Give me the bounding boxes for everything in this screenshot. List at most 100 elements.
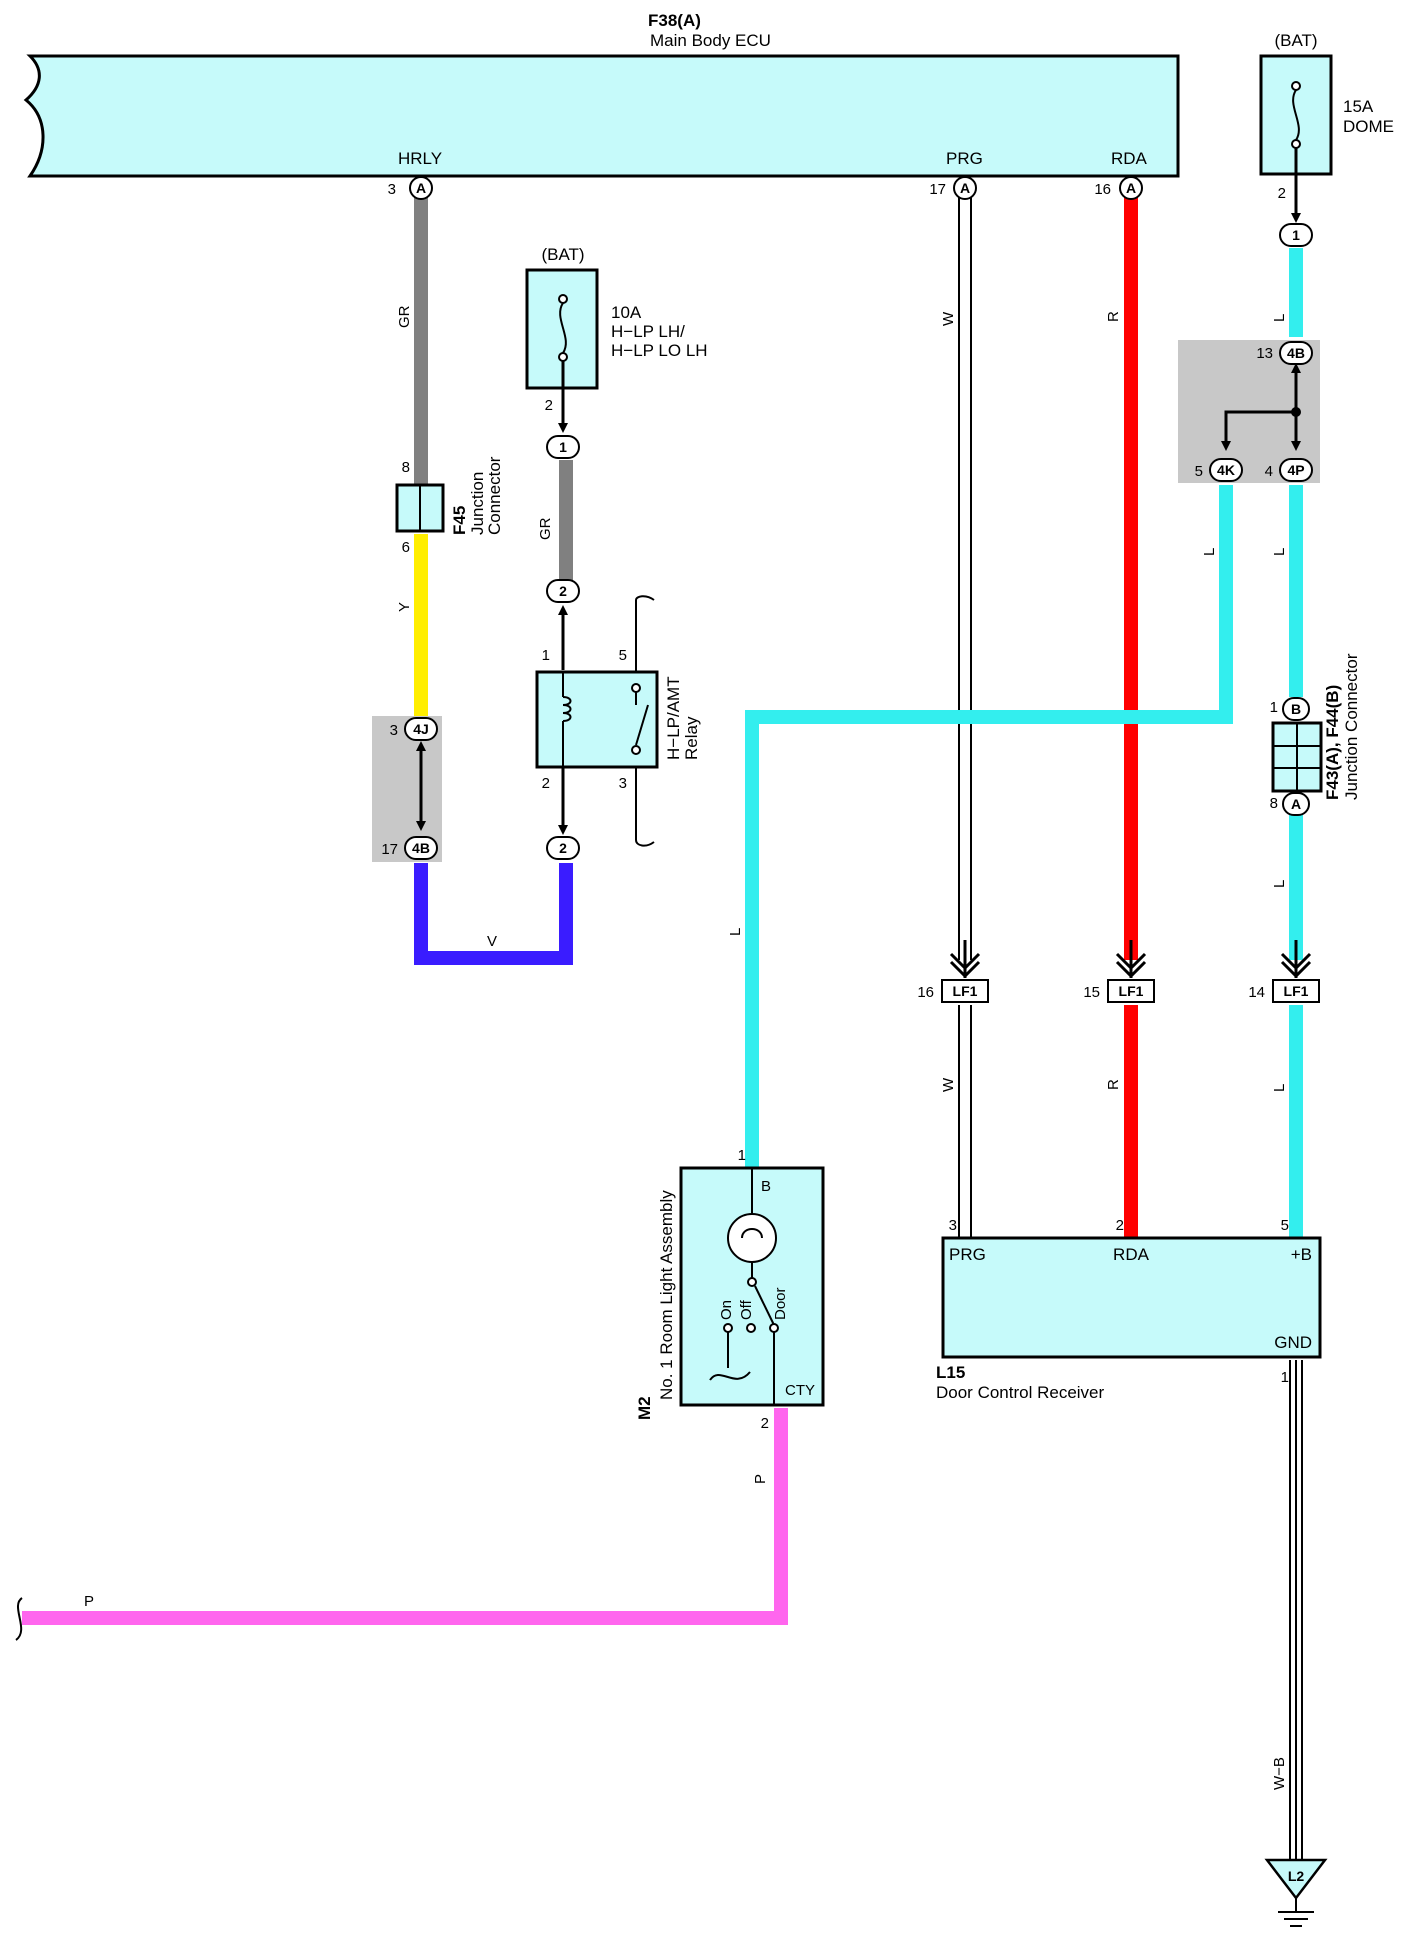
- svg-text:(BAT): (BAT): [541, 245, 584, 264]
- svg-text:R: R: [1105, 311, 1122, 322]
- door-control-receiver: 3 2 5 PRG RDA +B GND 1 L15 Door Control …: [936, 1217, 1322, 1402]
- svg-text:B: B: [1291, 701, 1301, 717]
- svg-text:1: 1: [738, 1147, 746, 1164]
- junction-j1: 4J 3 4B 17: [372, 716, 442, 862]
- svg-text:V: V: [487, 933, 497, 950]
- svg-text:L2: L2: [1288, 1868, 1305, 1884]
- svg-text:3: 3: [390, 722, 398, 739]
- svg-text:3: 3: [388, 181, 396, 198]
- svg-text:4: 4: [1265, 463, 1273, 480]
- ecu-code: F38(A): [648, 11, 701, 30]
- svg-text:R: R: [1105, 1079, 1122, 1090]
- svg-text:Off: Off: [738, 1299, 755, 1320]
- svg-text:(BAT): (BAT): [1274, 31, 1317, 50]
- svg-text:W: W: [940, 1077, 957, 1092]
- junction-j2: 4B 13 4K 5 4P 4: [1178, 340, 1320, 483]
- svg-text:3: 3: [619, 775, 627, 792]
- junction-f43-f44: B 1 A 8 F43(A), F44(B) Junction Connecto…: [1270, 653, 1361, 816]
- svg-text:6: 6: [402, 539, 410, 556]
- ecu-terminal-prg: PRG: [946, 149, 983, 168]
- svg-text:H−LP LO LH: H−LP LO LH: [611, 341, 708, 360]
- svg-text:H−LP/AMT: H−LP/AMT: [664, 676, 683, 760]
- fuse-dome-rating: 15A: [1343, 97, 1374, 116]
- svg-text:3: 3: [949, 1217, 957, 1234]
- svg-text:1: 1: [1270, 699, 1278, 716]
- svg-text:PRG: PRG: [949, 1245, 986, 1264]
- svg-text:W: W: [940, 311, 957, 326]
- room-light-assembly: 1 B On Off Door CTY 2 M2 No. 1 Room Ligh…: [635, 1147, 825, 1432]
- svg-text:A: A: [960, 180, 970, 196]
- svg-text:Connector: Connector: [485, 456, 504, 535]
- svg-text:A: A: [1291, 796, 1301, 812]
- svg-text:GR: GR: [537, 517, 554, 540]
- ecu-name: Main Body ECU: [650, 31, 771, 50]
- svg-text:P: P: [84, 1593, 94, 1610]
- svg-text:H−LP LH/: H−LP LH/: [611, 322, 685, 341]
- svg-text:F43(A), F44(B): F43(A), F44(B): [1323, 685, 1342, 800]
- svg-text:5: 5: [619, 647, 627, 664]
- svg-text:16: 16: [1094, 181, 1111, 198]
- svg-text:On: On: [718, 1300, 735, 1320]
- svg-text:RDA: RDA: [1113, 1245, 1150, 1264]
- svg-text:L: L: [1271, 880, 1288, 888]
- svg-text:A: A: [416, 180, 426, 196]
- svg-text:2: 2: [545, 397, 553, 414]
- svg-text:GR: GR: [396, 305, 413, 328]
- svg-text:Door: Door: [772, 1287, 789, 1320]
- svg-text:2: 2: [1278, 185, 1286, 202]
- svg-text:17: 17: [929, 181, 946, 198]
- svg-text:17: 17: [381, 841, 398, 858]
- svg-text:L: L: [1271, 1084, 1288, 1092]
- svg-text:13: 13: [1256, 345, 1273, 362]
- wire-p: [22, 1408, 788, 1625]
- svg-text:CTY: CTY: [785, 1382, 815, 1399]
- ecu-terminal-rda: RDA: [1111, 149, 1148, 168]
- svg-text:L15: L15: [936, 1363, 965, 1382]
- svg-text:Door Control Receiver: Door Control Receiver: [936, 1383, 1105, 1402]
- ground-symbol: L2: [1264, 1858, 1328, 1927]
- svg-text:15: 15: [1083, 984, 1100, 1001]
- svg-text:4P: 4P: [1287, 462, 1304, 478]
- ecu-terminal-hrly: HRLY: [398, 149, 442, 168]
- svg-text:4J: 4J: [413, 721, 429, 737]
- svg-text:Y: Y: [396, 602, 413, 612]
- wire-l-roomlight: [745, 485, 1233, 1168]
- svg-text:5: 5: [1281, 1217, 1289, 1234]
- lf1-connector-15: LF1 15: [1083, 940, 1155, 1003]
- lf1-connector-14: LF1 14: [1248, 940, 1320, 1003]
- wire-v: [414, 863, 573, 965]
- svg-text:P: P: [752, 1474, 769, 1484]
- ecu-pin-rda: A 16: [1094, 176, 1143, 200]
- svg-text:2: 2: [559, 840, 567, 856]
- svg-text:4B: 4B: [412, 840, 430, 856]
- svg-text:F45: F45: [450, 506, 469, 535]
- lf1-connector-16: LF1 16: [917, 940, 989, 1003]
- svg-text:14: 14: [1248, 984, 1265, 1001]
- svg-text:8: 8: [1270, 795, 1278, 812]
- svg-text:A: A: [1126, 180, 1136, 196]
- svg-text:10A: 10A: [611, 303, 642, 322]
- svg-text:1: 1: [542, 647, 550, 664]
- svg-text:4B: 4B: [1287, 345, 1305, 361]
- svg-text:2: 2: [542, 775, 550, 792]
- svg-text:1: 1: [1292, 227, 1300, 243]
- junction-f45: 8 6 F45 Junction Connector: [395, 456, 504, 556]
- svg-text:LF1: LF1: [1284, 983, 1309, 999]
- svg-text:4K: 4K: [1217, 462, 1235, 478]
- svg-text:LF1: LF1: [953, 983, 978, 999]
- svg-text:No. 1 Room Light Assembly: No. 1 Room Light Assembly: [657, 1190, 676, 1400]
- svg-text:W−B: W−B: [1271, 1757, 1288, 1790]
- ecu-pin-prg: A 17: [929, 176, 977, 200]
- svg-text:L: L: [1271, 314, 1288, 322]
- fuse-dome-name: DOME: [1343, 117, 1394, 136]
- svg-text:Relay: Relay: [682, 716, 701, 760]
- svg-text:1: 1: [559, 439, 567, 455]
- ecu-pin-hrly: A 3: [388, 176, 433, 200]
- svg-text:L: L: [727, 928, 744, 936]
- svg-text:2: 2: [1116, 1217, 1124, 1234]
- svg-text:B: B: [761, 1178, 771, 1195]
- fuse-dome: (BAT) 15A DOME 2 1: [1259, 31, 1394, 247]
- svg-text:L: L: [1201, 548, 1218, 556]
- svg-text:1: 1: [1281, 1369, 1289, 1386]
